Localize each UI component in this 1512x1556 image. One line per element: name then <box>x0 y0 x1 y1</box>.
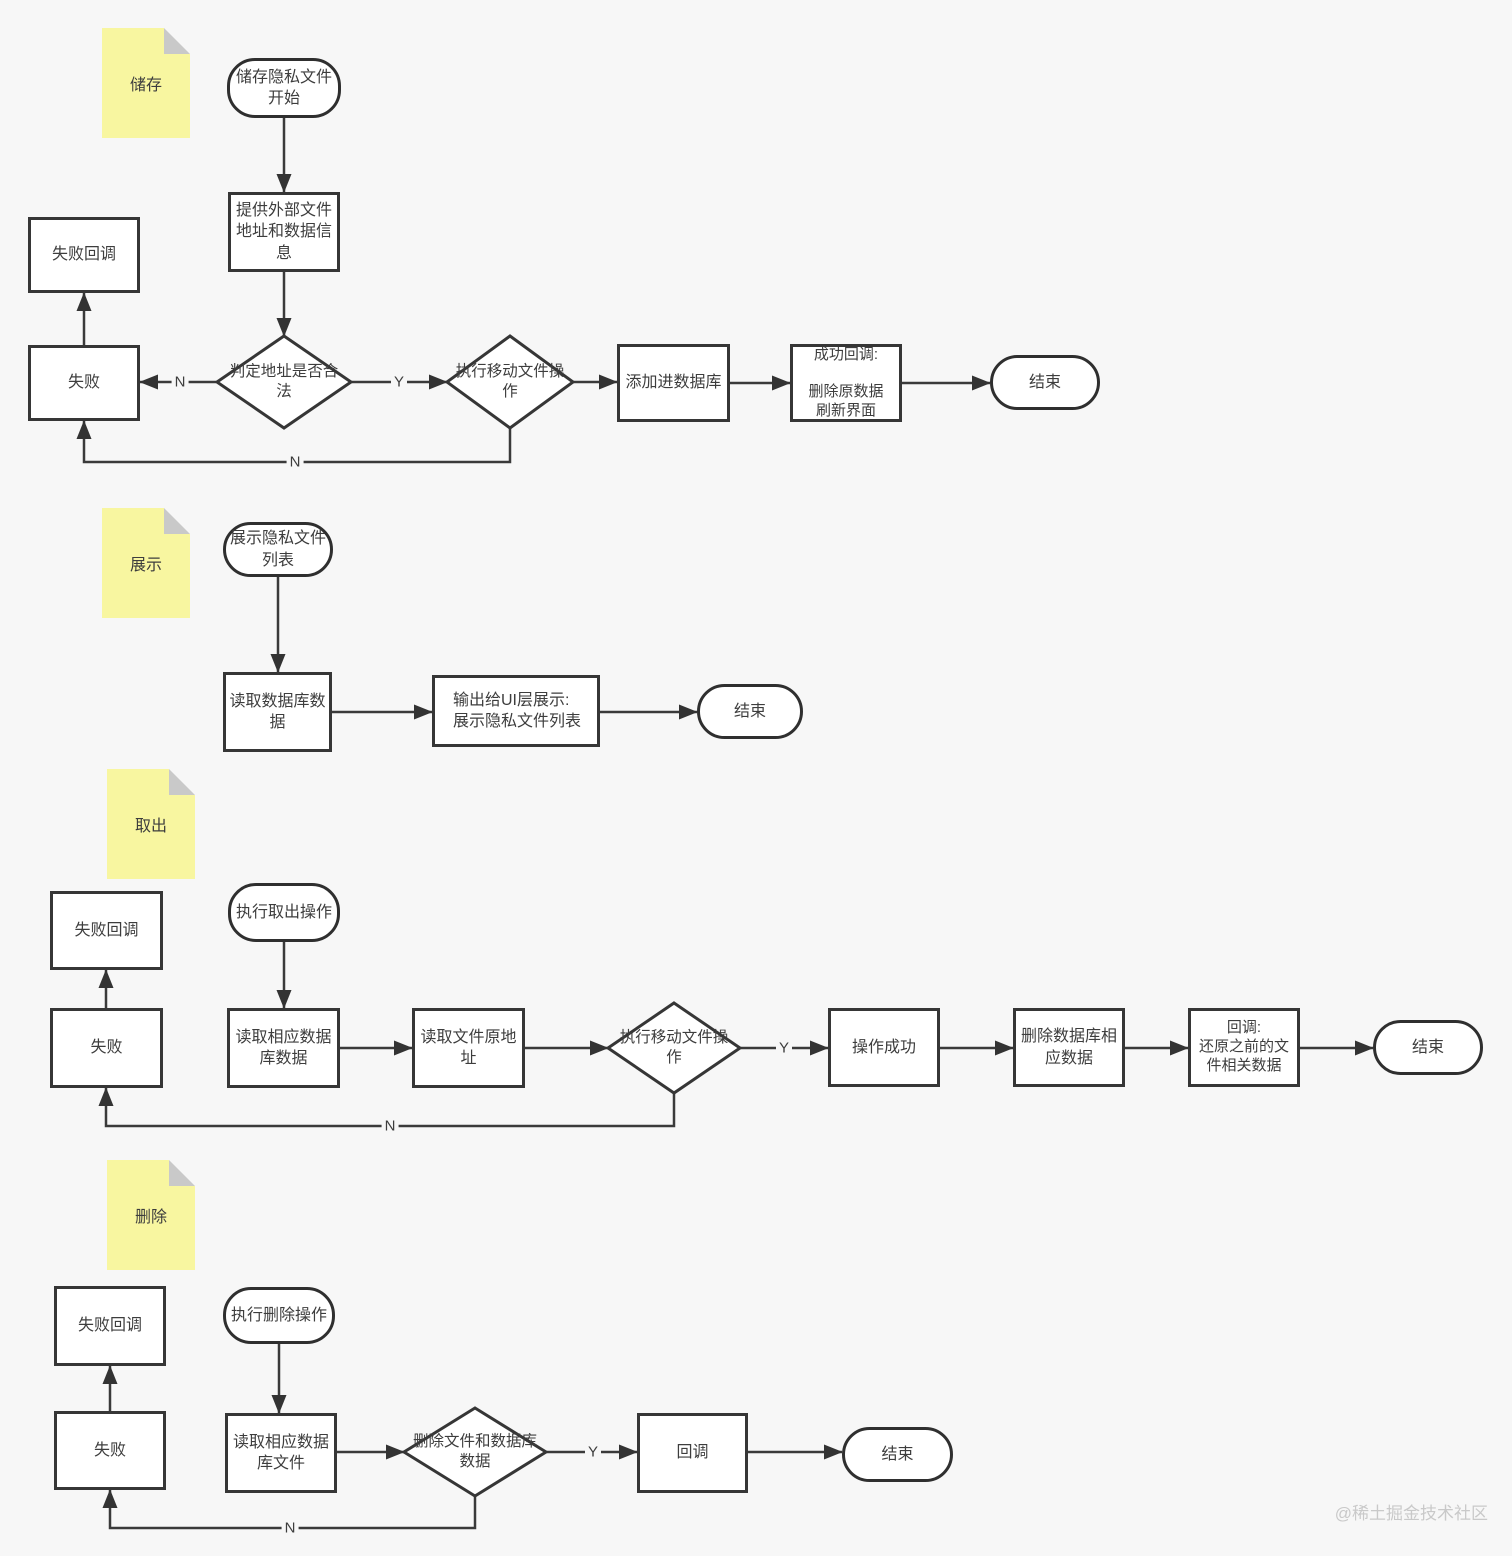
terminal-display-end: 结束 <box>697 684 803 739</box>
box-retrieve-fail: 失败 <box>50 1008 163 1088</box>
edge-label-store-yes: Y <box>390 373 408 391</box>
box-retrieve-callback: 回调: 还原之前的文 件相关数据 <box>1188 1008 1300 1087</box>
terminal-display-start: 展示隐私文件 列表 <box>223 522 333 577</box>
diamond-retrieve-move-file-shape <box>605 1001 743 1095</box>
terminal-retrieve-start: 执行取出操作 <box>228 883 340 942</box>
box-retrieve-delete-db: 删除数据库相 应数据 <box>1013 1008 1125 1087</box>
box-store-success-callback: 成功回调: 删除原数据 刷新界面 <box>790 344 902 422</box>
box-display-read-db: 读取数据库数 据 <box>223 672 332 752</box>
box-display-output-ui: 输出给UI层展示: 展示隐私文件列表 <box>432 675 600 747</box>
watermark-text: @稀土掘金技术社区 <box>1334 1504 1488 1523</box>
box-retrieve-read-addr: 读取文件原地 址 <box>412 1008 525 1088</box>
box-retrieve-success: 操作成功 <box>828 1008 940 1087</box>
diamond-store-check-address-label: 判定地址是否合 法 <box>229 362 339 400</box>
terminal-retrieve-end: 结束 <box>1373 1020 1483 1075</box>
box-retrieve-read-db: 读取相应数据 库数据 <box>227 1008 340 1088</box>
edge-label-store-no: N <box>171 373 189 391</box>
diamond-delete-check-shape <box>401 1406 549 1498</box>
box-delete-callback: 回调 <box>637 1413 748 1493</box>
terminal-delete-start: 执行删除操作 <box>223 1287 335 1344</box>
sticky-note-delete: 删除 <box>107 1160 195 1270</box>
sticky-note-retrieve: 取出 <box>107 769 195 879</box>
box-retrieve-fail-callback: 失败回调 <box>50 891 163 970</box>
terminal-store-end: 结束 <box>990 355 1100 410</box>
diamond-retrieve-move-file-label: 执行移动文件操 作 <box>619 1028 729 1066</box>
diamond-store-move-file-label: 执行移动文件操 作 <box>455 362 565 400</box>
sticky-note-store: 储存 <box>102 28 190 138</box>
terminal-delete-end: 结束 <box>842 1427 953 1482</box>
box-store-fail: 失败 <box>28 345 140 421</box>
box-delete-fail: 失败 <box>54 1411 166 1490</box>
box-store-provide-info: 提供外部文件 地址和数据信 息 <box>228 192 340 272</box>
box-delete-fail-callback: 失败回调 <box>54 1286 166 1366</box>
box-delete-read-file: 读取相应数据 库文件 <box>225 1413 337 1493</box>
diamond-store-move-file-shape <box>444 334 576 430</box>
edge-label-store-loop-no: N <box>286 453 304 471</box>
edge-label-delete-loop-no: N <box>281 1519 299 1537</box>
diamond-delete-check-label: 删除文件和数据库 数据 <box>412 1432 537 1470</box>
edge-label-delete-yes: Y <box>584 1443 602 1461</box>
box-store-add-db: 添加进数据库 <box>617 344 730 422</box>
edge-label-retrieve-loop-no: N <box>381 1117 399 1135</box>
terminal-store-start: 储存隐私文件 开始 <box>227 58 341 118</box>
box-store-fail-callback: 失败回调 <box>28 217 140 293</box>
sticky-note-display: 展示 <box>102 508 190 618</box>
diamond-store-check-address-shape <box>214 334 354 430</box>
edge-label-retrieve-yes: Y <box>775 1039 793 1057</box>
